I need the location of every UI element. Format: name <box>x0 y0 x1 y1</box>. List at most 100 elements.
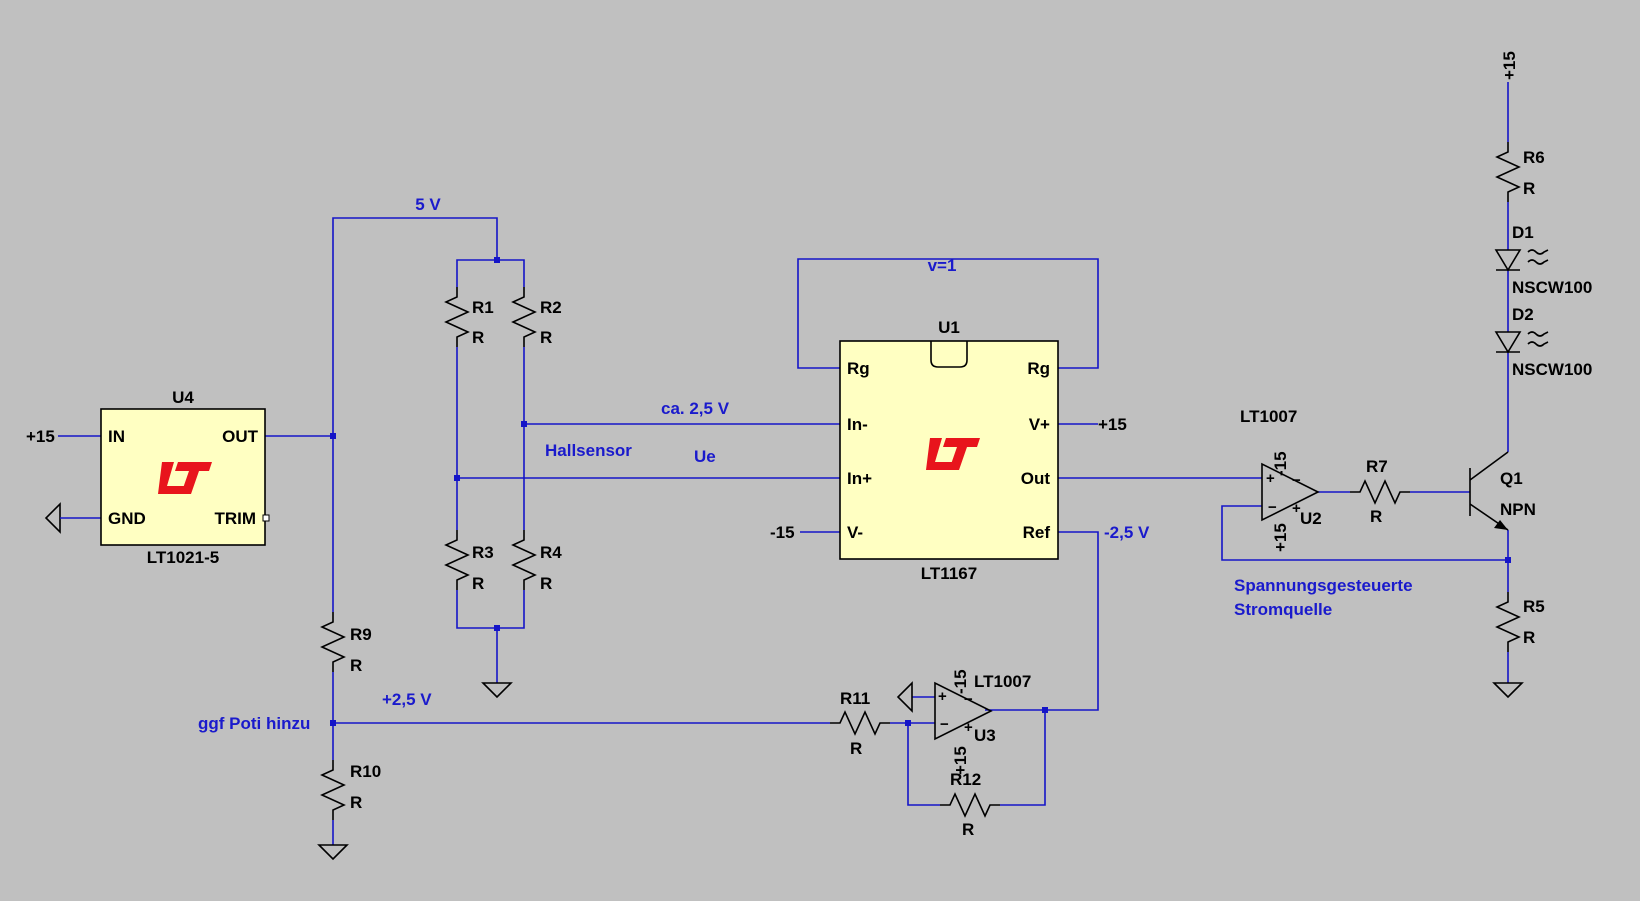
led-d1-body <box>1494 249 1522 272</box>
resistor-r5 <box>1495 592 1521 652</box>
u1-pin-rg1: Rg <box>847 359 870 378</box>
q1-emitter-arrow <box>1494 520 1508 530</box>
resistor-r2 <box>511 287 537 347</box>
resistor-r3 <box>444 530 470 590</box>
junction-dot <box>454 475 460 481</box>
q1-collector <box>1469 451 1509 481</box>
lt-logo-icon <box>926 438 980 470</box>
ground-symbol <box>481 682 513 699</box>
u1-body <box>839 340 1059 560</box>
u2-plus-sign: + <box>1266 470 1275 487</box>
junction-dot <box>330 433 336 439</box>
u1-pin-inp: In+ <box>847 469 872 488</box>
u2-vneg: -15 <box>1271 451 1290 476</box>
r4-ref: R4 <box>540 543 562 562</box>
u4-pin-trim: TRIM <box>214 509 256 528</box>
ground-symbol <box>44 502 61 534</box>
u2-part: LT1007 <box>1240 407 1297 426</box>
u3-plus-sign: + <box>938 688 947 705</box>
r5-value: R <box>1523 628 1535 647</box>
u2-plus-pin: + <box>1292 500 1301 517</box>
u4-pin-gnd: GND <box>108 509 146 528</box>
u3-plus-pin: + <box>964 719 973 736</box>
u2-ref: U2 <box>1300 509 1322 528</box>
u4-body <box>100 408 266 546</box>
u3-minus-pin: − <box>964 691 973 708</box>
u3-part: LT1007 <box>974 672 1031 691</box>
u2-minus-sign: − <box>1268 499 1277 516</box>
led-d2 <box>1494 331 1549 354</box>
junction-dot <box>494 257 500 263</box>
u4-supply: +15 <box>26 427 55 446</box>
u1-block: U1 LT1167 Rg Rg In- In+ V- V+ Out Ref +1… <box>770 318 1127 583</box>
r9-ref: R9 <box>350 625 372 644</box>
u3-ref: U3 <box>974 726 996 745</box>
r12-ref: R12 <box>950 770 981 789</box>
u3-body <box>934 681 993 741</box>
u1-pin-vp: V+ <box>1029 415 1050 434</box>
r11-ref: R11 <box>840 689 870 708</box>
junction-dot <box>1042 707 1048 713</box>
resistor-r12 <box>940 792 1000 818</box>
u2-minus-pin: − <box>1292 472 1301 489</box>
junctions <box>330 257 1511 726</box>
led-d1 <box>1494 249 1549 272</box>
wires <box>58 82 1509 845</box>
r7-value: R <box>1370 507 1382 526</box>
q1-part: NPN <box>1500 500 1536 519</box>
d2-part: NSCW100 <box>1512 360 1592 379</box>
resistor-r10 <box>320 760 346 820</box>
u1-pin-out: Out <box>1021 469 1051 488</box>
wire-u3-fb2 <box>985 709 1046 806</box>
wire-bridge-bottom <box>456 590 525 629</box>
component-labels: R1 R R2 R R3 R R4 R R9 R R10 R R11 R R12… <box>350 51 1592 839</box>
junction-dot <box>494 625 500 631</box>
r2-value: R <box>540 328 552 347</box>
light-emission-icon <box>1527 331 1549 347</box>
u4-ref: U4 <box>172 388 194 407</box>
u1-notch <box>930 341 968 368</box>
grounds <box>44 502 1524 861</box>
net-gain: v=1 <box>928 256 957 275</box>
net-source-line1: Spannungsgesteuerte <box>1234 576 1413 595</box>
u1-pin-ref: Ref <box>1023 523 1051 542</box>
u1-pin-vm: V- <box>847 523 863 542</box>
resistor-r1 <box>444 287 470 347</box>
wire-5v-rail <box>332 217 498 436</box>
u3-opamp: + − − + -15 +15 LT1007 U3 <box>934 669 1031 775</box>
ground-symbol <box>896 681 913 713</box>
wire-rg-loop <box>797 258 1099 369</box>
r3-ref: R3 <box>472 543 494 562</box>
u1-vminus: -15 <box>770 523 795 542</box>
resistor-r6 <box>1495 142 1521 202</box>
r11-value: R <box>850 739 862 758</box>
junction-dot <box>330 720 336 726</box>
u3-vpos: +15 <box>951 746 970 775</box>
u4-pin-out: OUT <box>222 427 259 446</box>
d1-ref: D1 <box>1512 223 1534 242</box>
r12-value: R <box>962 820 974 839</box>
r10-ref: R10 <box>350 762 381 781</box>
r6-value: R <box>1523 179 1535 198</box>
u4-pin-in: IN <box>108 427 125 446</box>
ground-symbol <box>317 844 349 861</box>
resistor-r4 <box>511 530 537 590</box>
d1-part: NSCW100 <box>1512 278 1592 297</box>
r9-value: R <box>350 656 362 675</box>
r4-value: R <box>540 574 552 593</box>
u1-pin-inm: In- <box>847 415 868 434</box>
resistor-r7 <box>1350 479 1410 505</box>
u1-ref: U1 <box>938 318 960 337</box>
u3-vneg: -15 <box>951 669 970 694</box>
net-5v: 5 V <box>415 195 441 214</box>
net-poti: ggf Poti hinzu <box>198 714 310 733</box>
u2-vpos: +15 <box>1271 523 1290 552</box>
r7-ref: R7 <box>1366 457 1388 476</box>
wire-u3-fb <box>907 723 940 806</box>
r3-value: R <box>472 574 484 593</box>
u2-body <box>1261 462 1320 522</box>
q1-transistor <box>1469 451 1509 531</box>
wire-bridge-top <box>456 259 525 287</box>
r10-value: R <box>350 793 362 812</box>
